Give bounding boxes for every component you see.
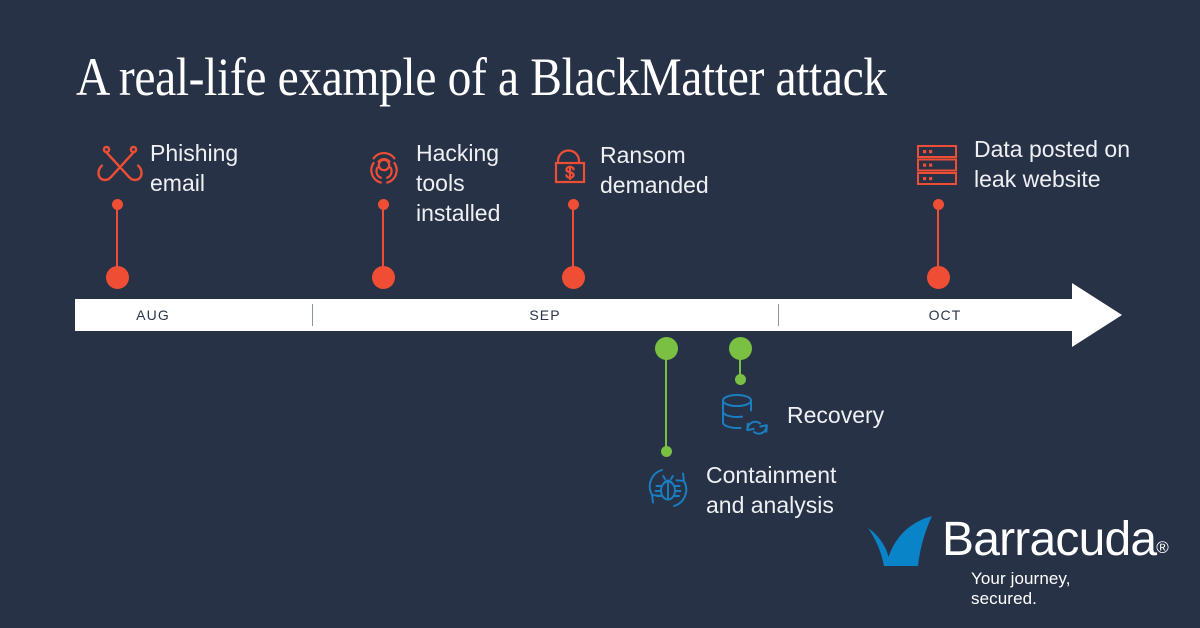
marker-stem [937, 207, 939, 275]
marker-dot-small [568, 199, 579, 210]
server-stack-icon [916, 144, 960, 193]
event-label-containment: Containment and analysis [706, 462, 837, 518]
marker-dot-large [927, 266, 950, 289]
event-label-hacking-tools: Hacking tools installed [416, 140, 501, 226]
marker-dot-small [735, 374, 746, 385]
marker-stem [665, 349, 667, 453]
marker-dot-small [112, 199, 123, 210]
event-label-ransom-demanded: Ransom demanded [600, 142, 709, 198]
month-label-aug: AUG [136, 307, 170, 323]
event-label-phishing-email: Phishing email [150, 140, 239, 196]
marker-stem [572, 207, 574, 275]
marker-dot-large [106, 266, 129, 289]
open-padlock-dollar-icon [549, 141, 597, 194]
marker-dot-large [372, 266, 395, 289]
marker-dot-large [562, 266, 585, 289]
marker-dot-small [378, 199, 389, 210]
fish-hooks-icon [95, 144, 145, 195]
database-refresh-icon [716, 392, 772, 445]
registered-mark: ® [1156, 538, 1169, 557]
barracuda-name: Barracuda [942, 513, 1157, 566]
barracuda-logo: Barracuda® Your journey, secured. [866, 512, 1169, 608]
marker-stem [382, 207, 384, 275]
biohazard-icon [360, 141, 408, 194]
month-label-sep: SEP [529, 307, 561, 323]
event-label-recovery: Recovery [787, 402, 885, 428]
marker-dot-large [655, 337, 678, 360]
barracuda-fin-mark [868, 516, 932, 566]
month-label-oct: OCT [928, 307, 962, 323]
timeline-arrowhead [1072, 283, 1122, 347]
bug-refresh-icon [642, 462, 694, 519]
marker-stem [116, 207, 118, 275]
marker-stem [739, 349, 741, 381]
page-title: A real-life example of a BlackMatter att… [76, 47, 887, 107]
barracuda-tagline: Your journey, secured. [971, 569, 1071, 608]
timeline-axis-bar [75, 299, 1073, 331]
barracuda-wordmark: Barracuda® [942, 514, 1169, 574]
event-label-data-posted: Data posted on leak website [974, 136, 1131, 192]
marker-dot-small [661, 446, 672, 457]
timeline-tick-sep-oct [778, 304, 779, 326]
marker-dot-small [933, 199, 944, 210]
marker-dot-large [729, 337, 752, 360]
timeline-tick-aug-sep [312, 304, 313, 326]
